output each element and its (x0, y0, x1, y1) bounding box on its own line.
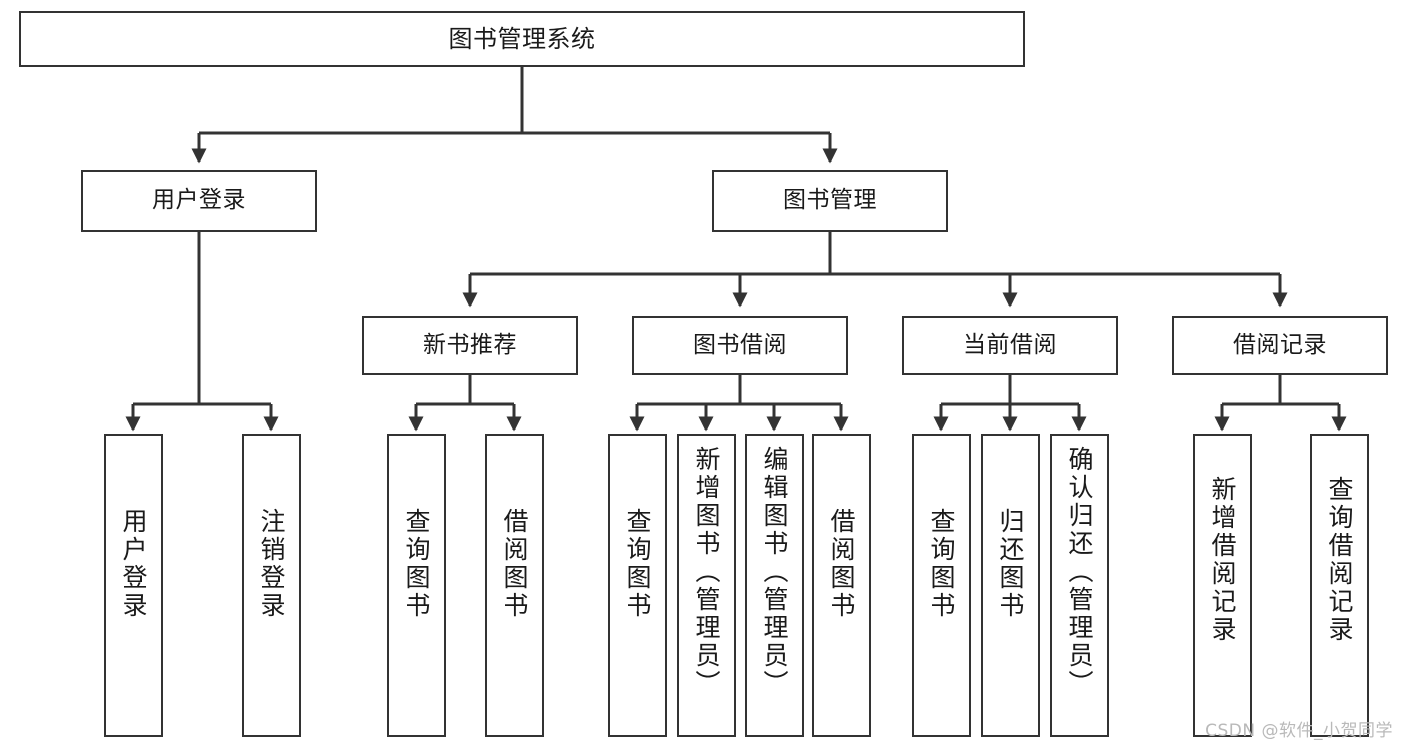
node-label: 图书管理系统 (448, 24, 596, 53)
node-label: 新书推荐 (423, 331, 517, 358)
node-leaf-return-book[interactable]: 归还图书 (981, 434, 1040, 737)
node-label: 确认归还（管理员） (1065, 446, 1094, 698)
node-leaf-user-login[interactable]: 用户登录 (104, 434, 163, 737)
node-label: 新增图书（管理员） (692, 446, 721, 698)
node-leaf-borrow-book-borrow[interactable]: 借阅图书 (812, 434, 871, 737)
node-book-borrow[interactable]: 图书借阅 (632, 316, 848, 375)
node-label: 借阅图书 (500, 508, 529, 620)
csdn-watermark: CSDN @软件_小贺同学 (1205, 721, 1393, 741)
node-user-login[interactable]: 用户登录 (81, 170, 317, 232)
node-current-borrow[interactable]: 当前借阅 (902, 316, 1118, 375)
node-root-book-management-system[interactable]: 图书管理系统 (19, 11, 1025, 67)
node-label: 图书借阅 (693, 331, 787, 358)
node-leaf-add-book-admin[interactable]: 新增图书（管理员） (677, 434, 736, 737)
node-label: 借阅图书 (827, 508, 856, 620)
node-label: 查询图书 (402, 508, 431, 620)
node-label: 当前借阅 (963, 331, 1057, 358)
node-leaf-borrow-book-recommend[interactable]: 借阅图书 (485, 434, 544, 737)
node-new-book-recommend[interactable]: 新书推荐 (362, 316, 578, 375)
node-label: 查询图书 (623, 508, 652, 620)
node-label: 查询图书 (927, 508, 956, 620)
node-label: 用户登录 (152, 187, 246, 214)
node-leaf-logout-login[interactable]: 注销登录 (242, 434, 301, 737)
node-leaf-edit-book-admin[interactable]: 编辑图书（管理员） (745, 434, 804, 737)
node-label: 借阅记录 (1233, 331, 1327, 358)
node-label: 编辑图书（管理员） (760, 446, 789, 698)
node-borrow-record[interactable]: 借阅记录 (1172, 316, 1388, 375)
node-label: 归还图书 (996, 508, 1025, 620)
node-label: 用户登录 (119, 508, 148, 620)
node-leaf-query-book-borrow[interactable]: 查询图书 (608, 434, 667, 737)
node-leaf-query-book-recommend[interactable]: 查询图书 (387, 434, 446, 737)
node-leaf-confirm-return-admin[interactable]: 确认归还（管理员） (1050, 434, 1109, 737)
node-leaf-query-borrow-record[interactable]: 查询借阅记录 (1310, 434, 1369, 737)
node-label: 查询借阅记录 (1325, 476, 1354, 644)
node-label: 图书管理 (783, 187, 877, 214)
node-leaf-add-borrow-record[interactable]: 新增借阅记录 (1193, 434, 1252, 737)
node-label: 新增借阅记录 (1208, 476, 1237, 644)
node-book-management[interactable]: 图书管理 (712, 170, 948, 232)
node-leaf-query-book-current[interactable]: 查询图书 (912, 434, 971, 737)
node-label: 注销登录 (257, 508, 286, 620)
